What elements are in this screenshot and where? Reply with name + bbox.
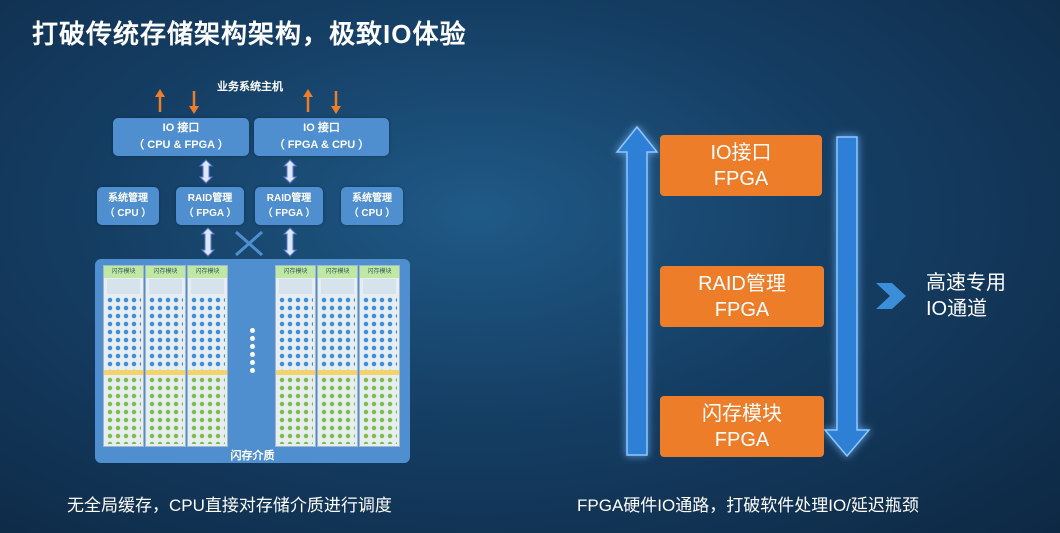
left-caption: 无全局缓存，CPU直接对存储介质进行调度: [67, 496, 392, 515]
mgmt-box-4: 系统管理 （ CPU ）: [341, 187, 403, 225]
channel-label-line1: 高速专用: [926, 272, 1006, 294]
orange-box-flash-line2: FPGA: [714, 428, 770, 451]
io-box-1-line2: （ CPU & FPGA ）: [133, 139, 229, 151]
flash-media-panel: 闪存模块 闪存模块 闪存模块 闪存模块 闪存模块 闪存模块: [95, 259, 410, 463]
orange-box-io-line2: FPGA: [713, 167, 769, 190]
mgmt-box-3: RAID管理 （ FPGA ）: [255, 187, 323, 225]
page-title: 打破传统存储架构架构，极致IO体验: [32, 19, 467, 49]
io-box-2-line1: IO 接口: [303, 122, 340, 134]
orange-box-io-line1: IO接口: [710, 141, 772, 164]
io-raid-arrows: [198, 159, 298, 257]
flash-module-label: 闪存模块: [318, 266, 357, 278]
down-arrow: [823, 136, 871, 458]
mgmt-box-2-line2: （ FPGA ）: [183, 208, 237, 219]
io-box-2-line2: （ FPGA & CPU ）: [273, 139, 370, 151]
flash-module: 闪存模块: [359, 265, 400, 447]
host-io-arrows: [155, 89, 341, 114]
up-arrow: [615, 125, 659, 456]
flash-module-label: 闪存模块: [104, 266, 143, 278]
orange-box-raid: RAID管理 FPGA: [660, 266, 824, 327]
channel-label: 高速专用 IO通道: [926, 270, 1006, 322]
mgmt-box-3-line1: RAID管理: [266, 193, 312, 204]
channel-label-line2: IO通道: [926, 298, 988, 320]
orange-box-io: IO接口 FPGA: [660, 135, 822, 196]
mgmt-box-1: 系统管理 （ CPU ）: [97, 187, 159, 225]
mgmt-box-2-line1: RAID管理: [187, 193, 233, 204]
channel-chevron-icon: [876, 283, 906, 309]
flash-module: 闪存模块: [317, 265, 358, 447]
cross-arrows: [235, 230, 263, 257]
mgmt-box-3-line2: （ FPGA ）: [262, 208, 316, 219]
flash-module-label: 闪存模块: [146, 266, 185, 278]
orange-box-flash-line1: 闪存模块: [702, 402, 782, 425]
mgmt-box-4-line1: 系统管理: [352, 193, 392, 204]
flash-module: 闪存模块: [103, 265, 144, 447]
ellipsis-dots: [250, 325, 256, 376]
flash-module-label: 闪存模块: [188, 266, 227, 278]
io-box-1-line1: IO 接口: [162, 122, 200, 134]
mgmt-box-2: RAID管理 （ FPGA ）: [176, 187, 244, 225]
io-box-2: IO 接口 （ FPGA & CPU ）: [254, 118, 389, 156]
orange-box-raid-line1: RAID管理: [698, 272, 786, 295]
orange-box-raid-line2: FPGA: [714, 298, 770, 321]
flash-media-label: 闪存介质: [230, 450, 275, 462]
host-label: 业务系统主机: [217, 81, 283, 93]
flash-module-label: 闪存模块: [276, 266, 315, 278]
flash-module-label: 闪存模块: [360, 266, 399, 278]
orange-box-flash: 闪存模块 FPGA: [660, 396, 824, 457]
mgmt-box-1-line1: 系统管理: [108, 193, 148, 204]
right-caption: FPGA硬件IO通路，打破软件处理IO/延迟瓶颈: [577, 496, 919, 515]
flash-module: 闪存模块: [145, 265, 186, 447]
io-box-1: IO 接口 （ CPU & FPGA ）: [113, 118, 249, 156]
mgmt-box-1-line2: （ CPU ）: [104, 208, 152, 219]
mgmt-box-4-line2: （ CPU ）: [348, 208, 396, 219]
flash-module: 闪存模块: [187, 265, 228, 447]
flash-module: 闪存模块: [275, 265, 316, 447]
